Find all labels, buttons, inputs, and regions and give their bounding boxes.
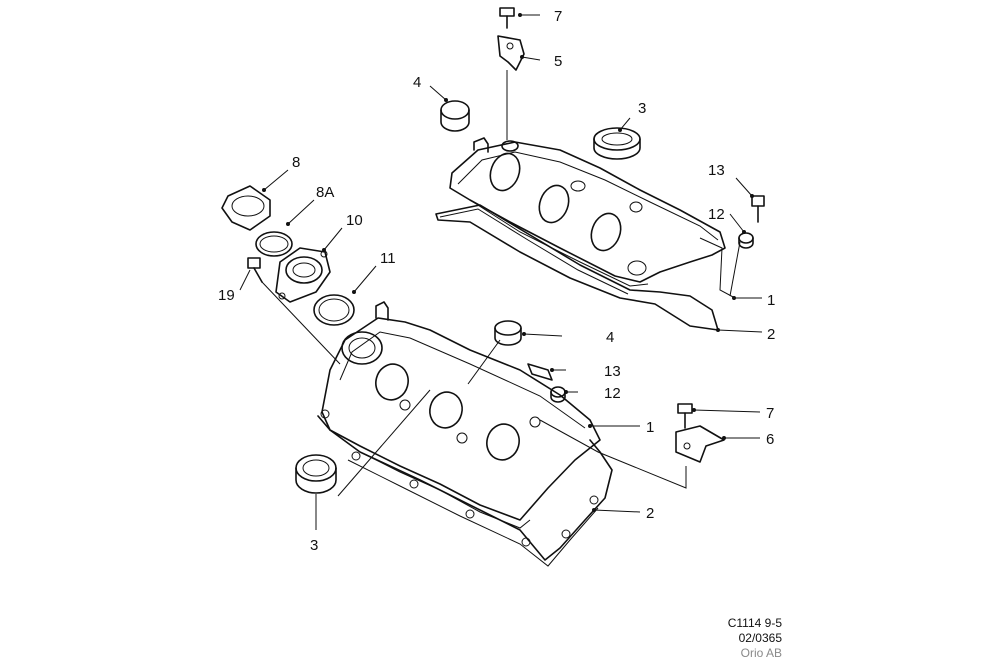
callout-low-3: 3 xyxy=(310,537,318,554)
bolt-19 xyxy=(247,257,263,283)
upper-bracket-5 xyxy=(497,35,525,71)
callout-low-1: 1 xyxy=(646,419,654,436)
upper-bolt-7 xyxy=(499,7,515,29)
callout-top-1: 1 xyxy=(767,292,775,309)
figure-code: C1114 9-5 xyxy=(727,616,782,630)
callout-top-5: 5 xyxy=(554,53,562,70)
callout-low-13: 13 xyxy=(604,363,621,380)
callout-low-4: 4 xyxy=(606,329,614,346)
callout-left-8: 8 xyxy=(292,154,300,171)
callout-top-7: 7 xyxy=(554,8,562,25)
figure-date: 02/0365 xyxy=(738,631,782,645)
upper-washer-12 xyxy=(738,232,754,249)
leader-lines xyxy=(239,14,763,530)
lower-seal-3 xyxy=(295,454,337,494)
filler-neck-10 xyxy=(275,247,331,303)
company-name: Orio AB xyxy=(740,646,782,660)
lower-bolt-13 xyxy=(527,363,553,381)
lower-grommet-4 xyxy=(494,320,522,346)
callout-left-19: 19 xyxy=(218,287,235,304)
upper-bolt-13 xyxy=(751,195,765,223)
o-ring-8a xyxy=(255,231,293,257)
callout-top-13: 13 xyxy=(708,162,725,179)
upper-seal-3 xyxy=(593,127,641,160)
callout-low-12: 12 xyxy=(604,385,621,402)
callout-top-12: 12 xyxy=(708,206,725,223)
callout-left-11: 11 xyxy=(380,250,396,267)
callout-top-3: 3 xyxy=(638,100,646,117)
callout-low-2: 2 xyxy=(646,505,654,522)
callout-low-7: 7 xyxy=(766,405,774,422)
upper-grommet-4 xyxy=(440,100,470,132)
lower-bolt-7 xyxy=(677,403,693,429)
o-ring-11 xyxy=(313,294,355,326)
callout-left-10: 10 xyxy=(346,212,363,229)
callout-left-8a: 8A xyxy=(316,184,334,201)
callout-top-4: 4 xyxy=(413,74,421,91)
callout-low-6: 6 xyxy=(766,431,774,448)
callout-top-2: 2 xyxy=(767,326,775,343)
leader-dots xyxy=(262,13,754,512)
lower-bracket-6 xyxy=(675,425,725,463)
upper-valve-cover xyxy=(449,137,736,299)
lower-valve-cover-gasket xyxy=(317,409,613,567)
oil-filler-cap-8 xyxy=(221,185,271,231)
